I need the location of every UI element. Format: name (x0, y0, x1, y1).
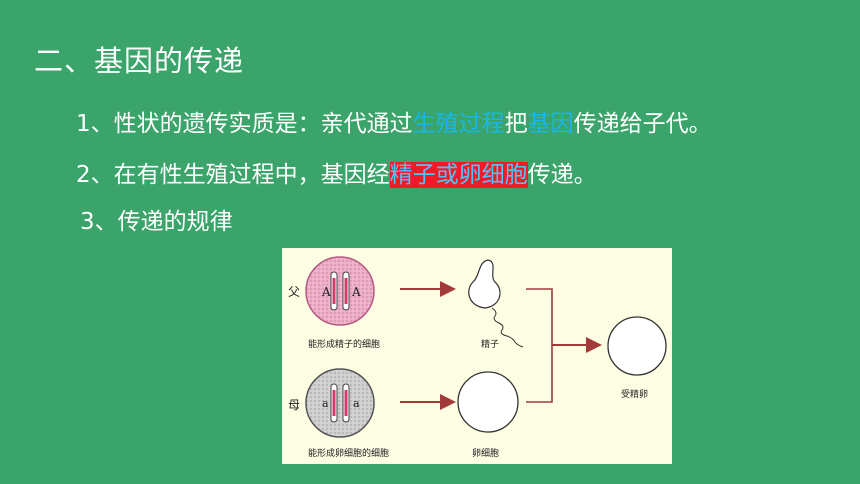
egg-caption: 卵细胞 (472, 447, 499, 459)
allele-a-left: a (322, 397, 329, 410)
father-cell-caption: 能形成精子的细胞 (308, 338, 380, 350)
point-3: 3、传递的规律 (80, 209, 233, 235)
egg-cell (457, 371, 519, 433)
sperm (468, 259, 524, 348)
highlight-gametes: 精子或卵细胞 (389, 162, 528, 188)
inheritance-diagram: 父 A A 能形成精子的细胞 精子 受精卵 母 (282, 248, 672, 464)
father-label: 父 (288, 285, 300, 299)
mother-cell: a a (305, 368, 375, 438)
connector-egg (526, 345, 553, 403)
highlight-reproduction: 生殖过程 (412, 111, 505, 137)
father-cell: A A (305, 256, 375, 326)
point-1: 1、性状的遗传实质是：亲代通过生殖过程把基因传递给子代。 (76, 111, 712, 137)
mother-cell-caption: 能形成卵细胞的细胞 (308, 447, 389, 459)
allele-A-left: A (321, 285, 331, 299)
allele-A-right: A (351, 285, 361, 299)
allele-a-right: a (353, 397, 360, 410)
mother-label: 母 (288, 398, 300, 412)
section-heading: 二、基因的传递 (34, 44, 245, 78)
point-2: 2、在有性生殖过程中，基因经精子或卵细胞传递。 (76, 162, 597, 188)
highlight-gene: 基因 (527, 111, 574, 137)
zygote (607, 316, 667, 376)
connector-sperm (526, 288, 553, 345)
sperm-caption: 精子 (481, 338, 499, 350)
zygote-caption: 受精卵 (621, 388, 648, 400)
